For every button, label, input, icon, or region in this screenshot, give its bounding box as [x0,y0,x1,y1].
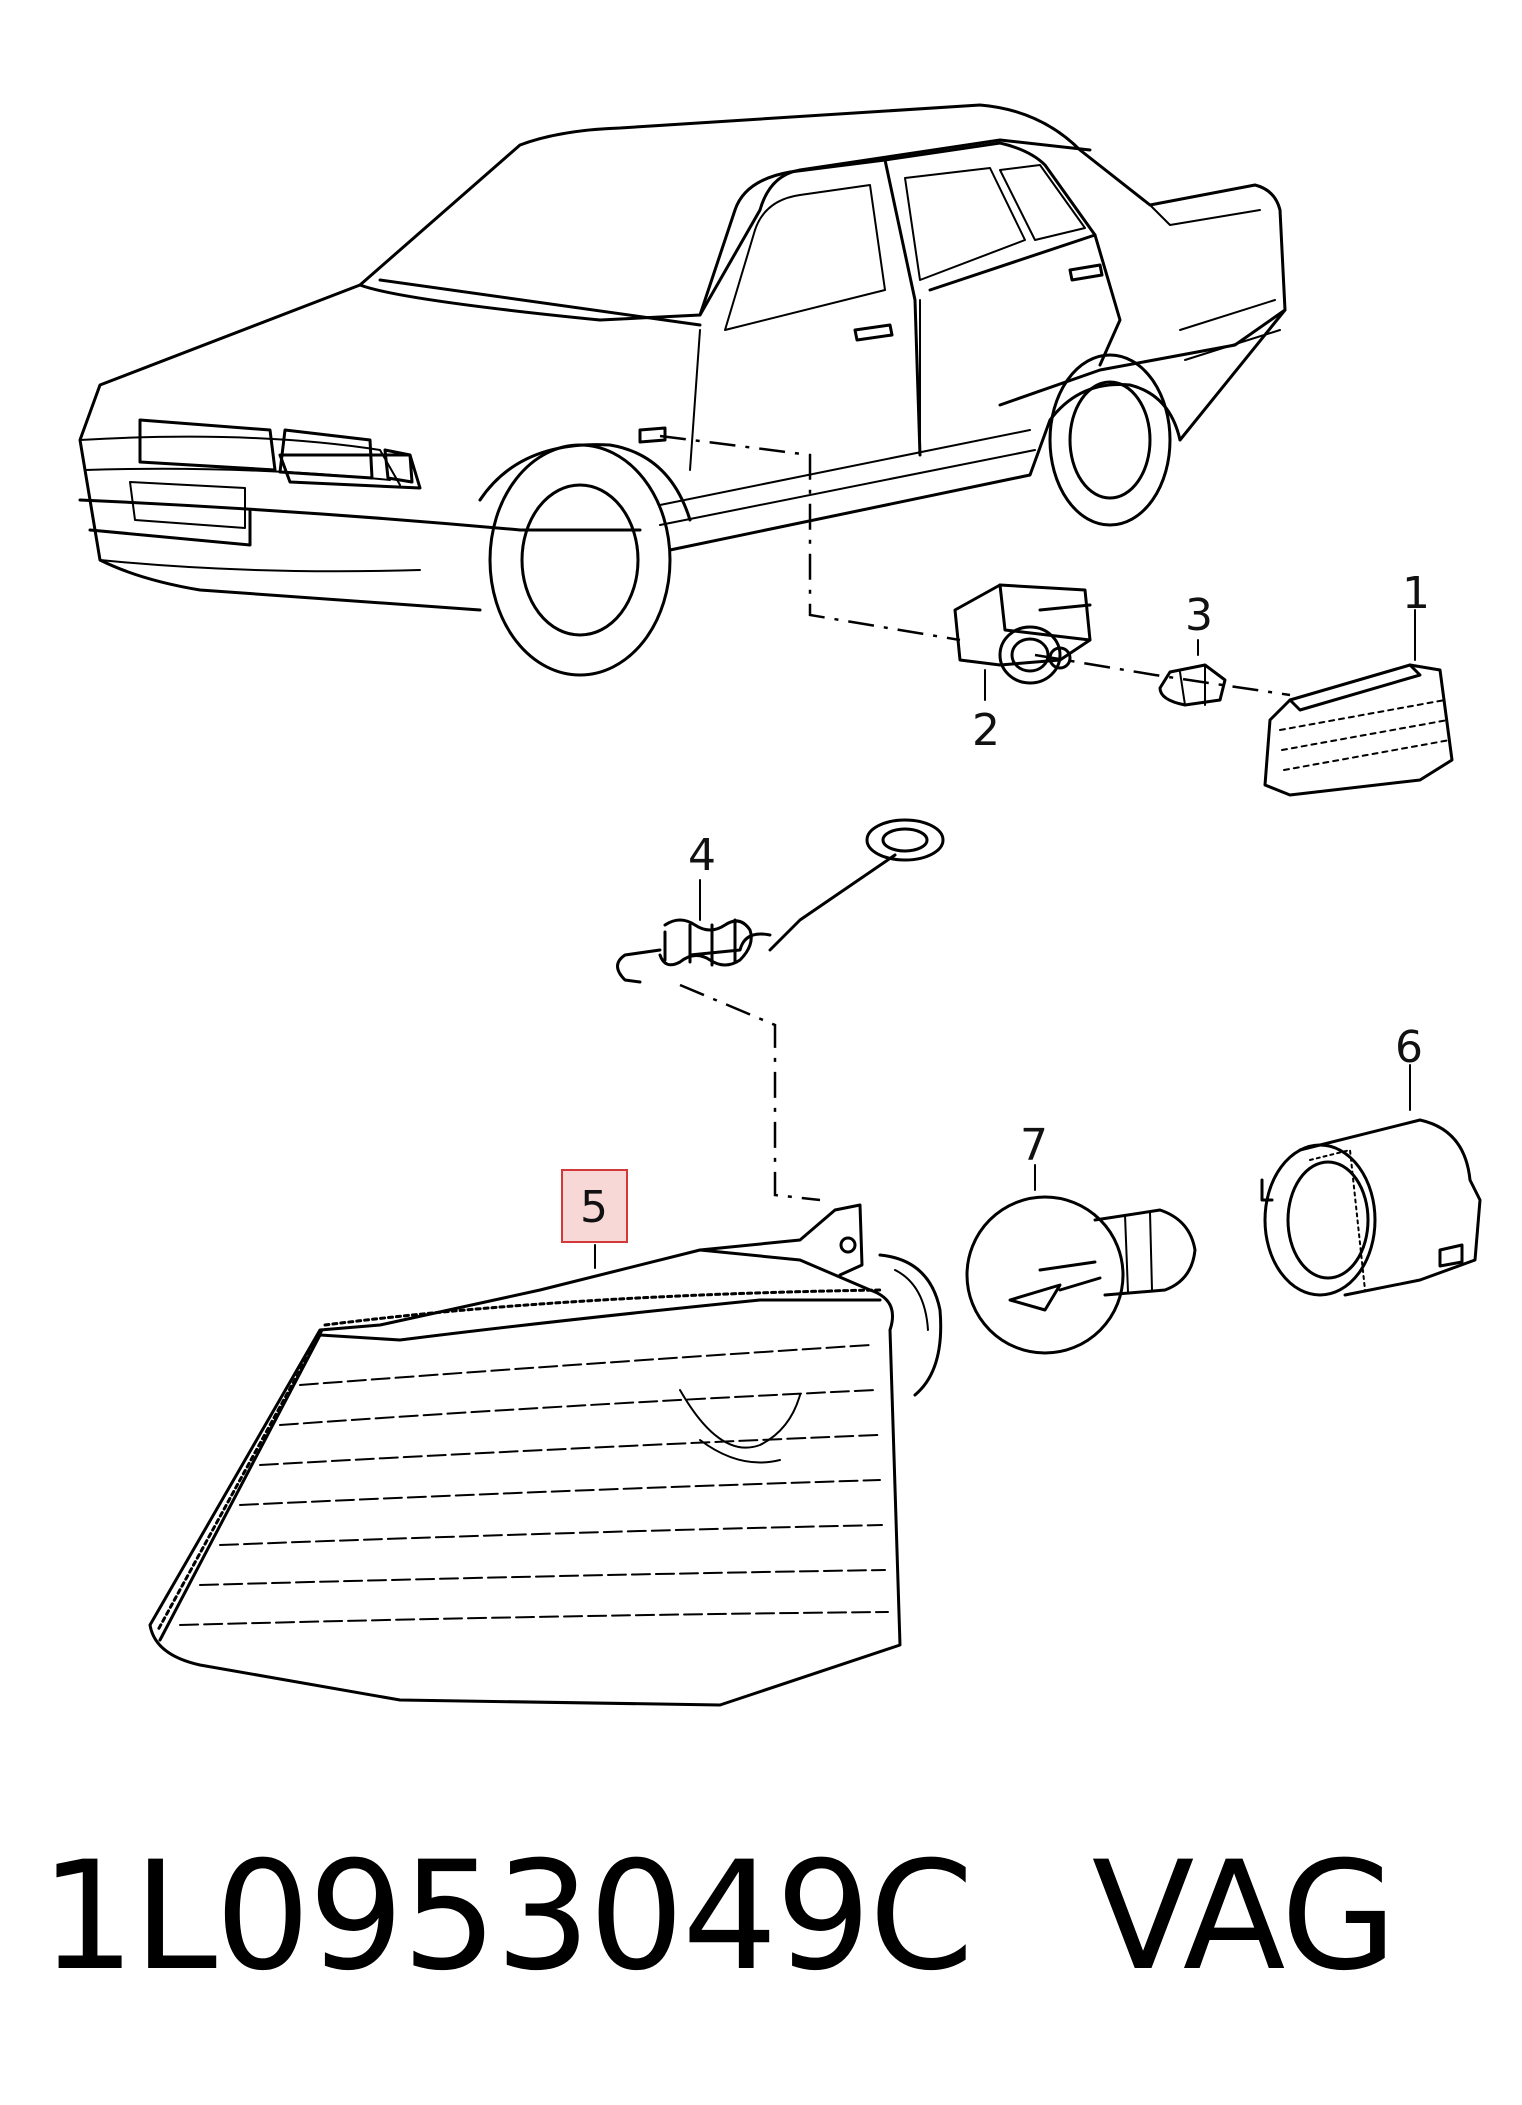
callout-2: 2 [972,705,1000,756]
part-7-bulb [965,1164,1197,1355]
part-1-side-marker [1263,609,1454,797]
callout-3: 3 [1185,590,1213,641]
part-3-bulb [1158,639,1227,707]
callout-6: 6 [1395,1022,1423,1073]
callouts: 1 2 3 4 5 6 7 [561,568,1430,1243]
part-2-socket [953,583,1092,701]
callout-4: 4 [688,830,716,881]
part-number: 1L0953049C [40,1830,974,2004]
part-5-indicator-light [148,1203,943,1707]
callout-5: 5 [580,1182,608,1233]
car-illustration [78,103,1287,677]
callout-5-highlight [561,1169,628,1243]
part-6-bulb-holder [1260,1064,1482,1297]
assembly-lines [659,434,1291,1202]
part-number-caption: 1L0953049C VAG [40,1830,1397,2004]
callout-7: 7 [1020,1120,1048,1171]
callout-1: 1 [1402,568,1430,619]
brand-name: VAG [1091,1830,1397,2004]
part-4-spring [616,818,945,984]
